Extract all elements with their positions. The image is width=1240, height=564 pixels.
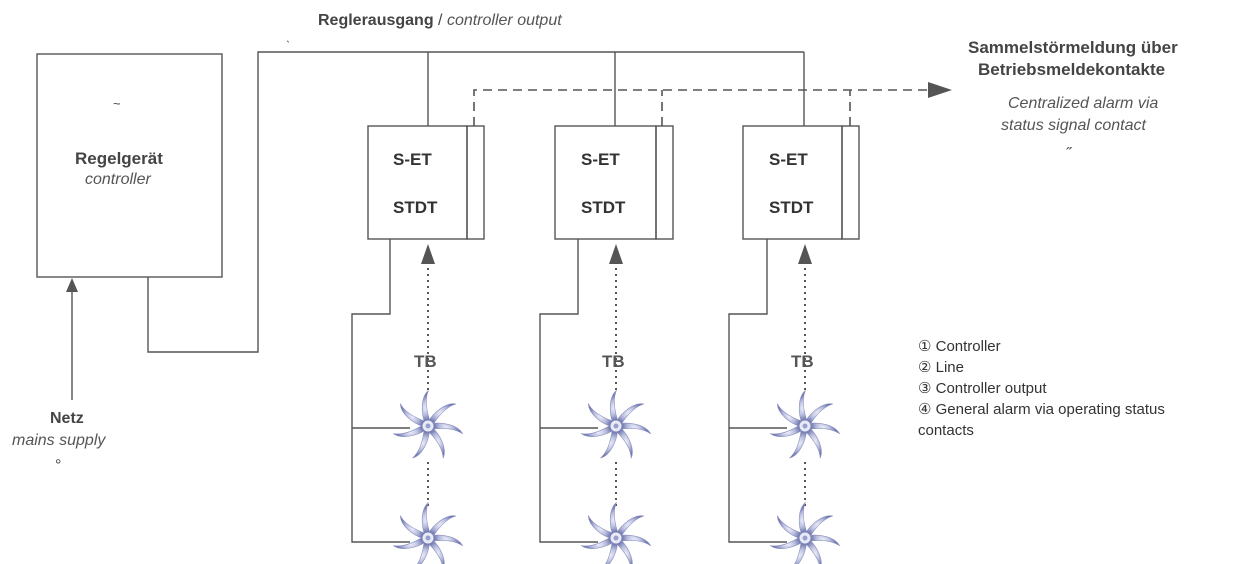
fan-2-upper-icon [580, 389, 652, 459]
unit-box-3 [742, 125, 843, 240]
sensor-3-label: TB [791, 352, 814, 371]
fan-1-upper-icon [392, 389, 464, 459]
legend-item-controller: ① Controller [918, 338, 1001, 355]
alarm-subtitle-line1: Centralized alarm via [1008, 95, 1159, 112]
mains-subtitle: mains supply [12, 432, 106, 449]
alarm-mark: ˝ [1066, 146, 1072, 163]
unit-1-top-label: S-ET [393, 150, 432, 169]
controller-title: Regelgerät [75, 149, 163, 168]
unit-box-2 [554, 125, 657, 240]
mains-arrowhead [66, 278, 78, 292]
mains-title: Netz [50, 410, 84, 427]
unit-3-bottom-label: STDT [769, 198, 814, 217]
unit-contact-3 [841, 125, 860, 240]
legend: ① Controller ② Line ③ Controller output … [918, 336, 1165, 441]
legend-item-controller-output: ③ Controller output [918, 380, 1047, 397]
legend-item-general-alarm: ④ General alarm via operating status [918, 401, 1165, 418]
fan-3-lower-icon [769, 501, 841, 564]
legend-item-line: ② Line [918, 359, 964, 376]
legend-item-general-alarm-cont: contacts [918, 422, 974, 439]
mains-mark: ° [55, 457, 62, 474]
unit-1-bottom-label: STDT [393, 198, 438, 217]
controller-mark: ~ [113, 96, 121, 111]
fan-3-upper-icon [769, 389, 841, 459]
fan-2-lower-icon [580, 501, 652, 564]
output-title: Reglerausgang [318, 12, 434, 29]
fan-1-lower-icon [392, 501, 464, 564]
output-subtitle: controller output [446, 12, 562, 29]
alarm-subtitle-line2: status signal contact [1001, 117, 1146, 134]
sensor-arrowhead-3 [798, 244, 812, 264]
unit-contact-1 [466, 125, 485, 240]
output-label: Reglerausgang / controller output [318, 12, 562, 30]
alarm-title-line1: Sammelstörmeldung über [968, 38, 1178, 57]
sensor-2-label: TB [602, 352, 625, 371]
sensor-arrowhead-1 [421, 244, 435, 264]
controller-box [36, 53, 223, 278]
unit-2-bottom-label: STDT [581, 198, 626, 217]
output-mark: ˎ [286, 28, 291, 43]
output-separator: / [433, 12, 447, 29]
unit-box-1 [367, 125, 468, 240]
sensor-arrowhead-2 [609, 244, 623, 264]
alarm-arrowhead [928, 82, 952, 98]
unit-contact-2 [655, 125, 674, 240]
alarm-title-line2: Betriebsmeldekontakte [978, 60, 1166, 79]
unit-2-top-label: S-ET [581, 150, 620, 169]
sensor-1-label: TB [414, 352, 437, 371]
controller-subtitle: controller [85, 171, 151, 188]
unit-3-top-label: S-ET [769, 150, 808, 169]
